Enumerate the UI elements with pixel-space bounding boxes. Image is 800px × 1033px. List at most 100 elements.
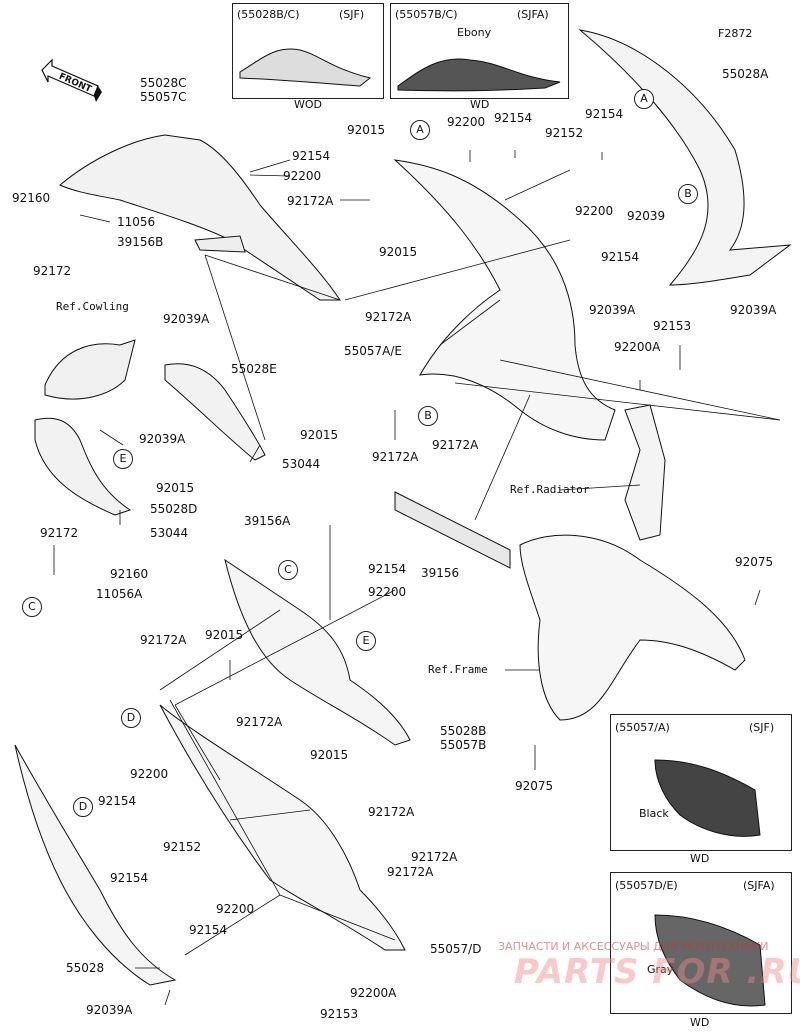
middle-fairing-55028b xyxy=(224,558,411,746)
part-label: 92172A xyxy=(236,715,283,729)
part-label: 92015 xyxy=(310,748,349,762)
part-label: 92153 xyxy=(653,319,692,333)
inset-4-note: Gray xyxy=(647,963,674,976)
watermark-text: ЗАПЧАСТИ И АКСЕССУАРЫ ДЛЯ МОТОТЕХНИКИ xyxy=(498,940,769,953)
inset-1-part-outline xyxy=(239,48,372,87)
part-label: 92039A xyxy=(589,303,636,317)
inset-box-1: (55028B/C) (SJF) xyxy=(232,3,384,99)
part-label: 92154 xyxy=(110,871,149,885)
callout-b: B xyxy=(418,406,438,426)
fairing-55028a xyxy=(578,29,792,286)
part-label: 92200A xyxy=(614,340,661,354)
part-label: 92152 xyxy=(163,840,202,854)
part-label: 92015 xyxy=(347,123,386,137)
diagram-code: F2872 xyxy=(718,27,753,40)
part-label: 53044 xyxy=(150,526,189,540)
inset-1-tag: (SJF) xyxy=(339,8,365,21)
inset-4-code: (55057D/E) xyxy=(615,879,678,892)
ref-cowling xyxy=(44,339,136,400)
inset-2-code: (55057B/C) xyxy=(395,8,458,21)
lower-fairing-55057d xyxy=(159,704,406,951)
part-label: 55028C xyxy=(140,76,187,90)
callout-e: E xyxy=(356,631,376,651)
tape-39156 xyxy=(394,491,511,569)
part-label: 92075 xyxy=(735,555,774,569)
part-label: 92172A xyxy=(387,865,434,879)
inset-box-4: (55057D/E) (SJFA) Gray xyxy=(610,872,792,1014)
part-label: 92039 xyxy=(627,209,666,223)
callout-c: C xyxy=(278,560,298,580)
part-label: 53044 xyxy=(282,457,321,471)
part-label: 92154 xyxy=(494,111,533,125)
part-label: 92200A xyxy=(350,986,397,1000)
part-label: 55028 xyxy=(66,961,105,975)
part-label: 92200 xyxy=(447,115,486,129)
callout-a: A xyxy=(410,120,430,140)
part-label: Ref.Frame xyxy=(428,663,488,676)
part-label: 92160 xyxy=(12,191,51,205)
part-label: 92200 xyxy=(130,767,169,781)
part-label: 55028D xyxy=(150,502,198,516)
part-label: 11056A xyxy=(96,587,143,601)
inset-4-tag: (SJFA) xyxy=(743,879,775,892)
callout-e: E xyxy=(113,449,133,469)
part-label: 92154 xyxy=(189,923,228,937)
side-fairing-55057a xyxy=(393,159,616,441)
part-label: 92039A xyxy=(163,312,210,326)
part-label: 92015 xyxy=(300,428,339,442)
part-label: 92154 xyxy=(98,794,137,808)
callout-d: D xyxy=(73,797,93,817)
inset-3-caption: WD xyxy=(690,852,710,865)
part-label: 92154 xyxy=(585,107,624,121)
part-label: 92200 xyxy=(216,902,255,916)
inset-1-code: (55028B/C) xyxy=(237,8,300,21)
watermark-logo: PARTS FOR .RU xyxy=(514,952,800,992)
inset-2-part-outline xyxy=(397,58,561,92)
inset-box-2: (55057B/C) (SJFA) Ebony xyxy=(390,3,569,99)
part-label: 55028A xyxy=(722,67,769,81)
part-label: 92154 xyxy=(292,149,331,163)
part-label: 39156A xyxy=(244,514,291,528)
callout-c: C xyxy=(22,597,42,617)
part-label: 39156B xyxy=(117,235,164,249)
under-cowl-55028 xyxy=(14,744,177,986)
inset-2-caption: WD xyxy=(470,98,490,111)
part-label: 55028B xyxy=(440,724,487,738)
inset-2-tag: (SJFA) xyxy=(517,8,549,21)
part-label: 92153 xyxy=(320,1007,359,1021)
upper-cowl-55028c xyxy=(59,134,341,301)
part-label: 55057C xyxy=(140,90,187,104)
part-label: 92172A xyxy=(365,310,412,324)
part-label: Ref.Radiator xyxy=(510,483,590,496)
inset-3-code: (55057/A) xyxy=(615,721,670,734)
part-label: 92154 xyxy=(368,562,407,576)
part-label: 92200 xyxy=(368,585,407,599)
front-label: FRONT xyxy=(57,72,93,95)
part-label: 92172A xyxy=(432,438,479,452)
inset-3-note: Black xyxy=(639,807,669,820)
front-direction-arrow-icon: FRONT xyxy=(38,58,108,108)
part-label: 92039A xyxy=(730,303,777,317)
part-label: 92200 xyxy=(283,169,322,183)
inset-4-part-outline xyxy=(654,914,766,1007)
part-label: 92075 xyxy=(515,779,554,793)
bracket-39156b xyxy=(194,235,246,253)
part-label: 92200 xyxy=(575,204,614,218)
part-label: 92172A xyxy=(287,194,334,208)
part-label: 55057/D xyxy=(430,942,482,956)
part-label: 11056 xyxy=(117,215,156,229)
part-label: 55028E xyxy=(231,362,277,376)
ref-frame xyxy=(519,534,746,721)
part-label: 92039A xyxy=(139,432,186,446)
part-label: 92015 xyxy=(205,628,244,642)
inset-3-part-outline xyxy=(654,759,761,837)
inner-cowl-55028d xyxy=(34,417,132,516)
part-label: 92160 xyxy=(110,567,149,581)
part-label: 92172 xyxy=(40,526,79,540)
radiator-cover xyxy=(624,404,666,541)
inset-3-tag: (SJF) xyxy=(749,721,775,734)
part-label: 92154 xyxy=(601,250,640,264)
part-label: 92015 xyxy=(156,481,195,495)
inset-4-caption: WD xyxy=(690,1016,710,1029)
